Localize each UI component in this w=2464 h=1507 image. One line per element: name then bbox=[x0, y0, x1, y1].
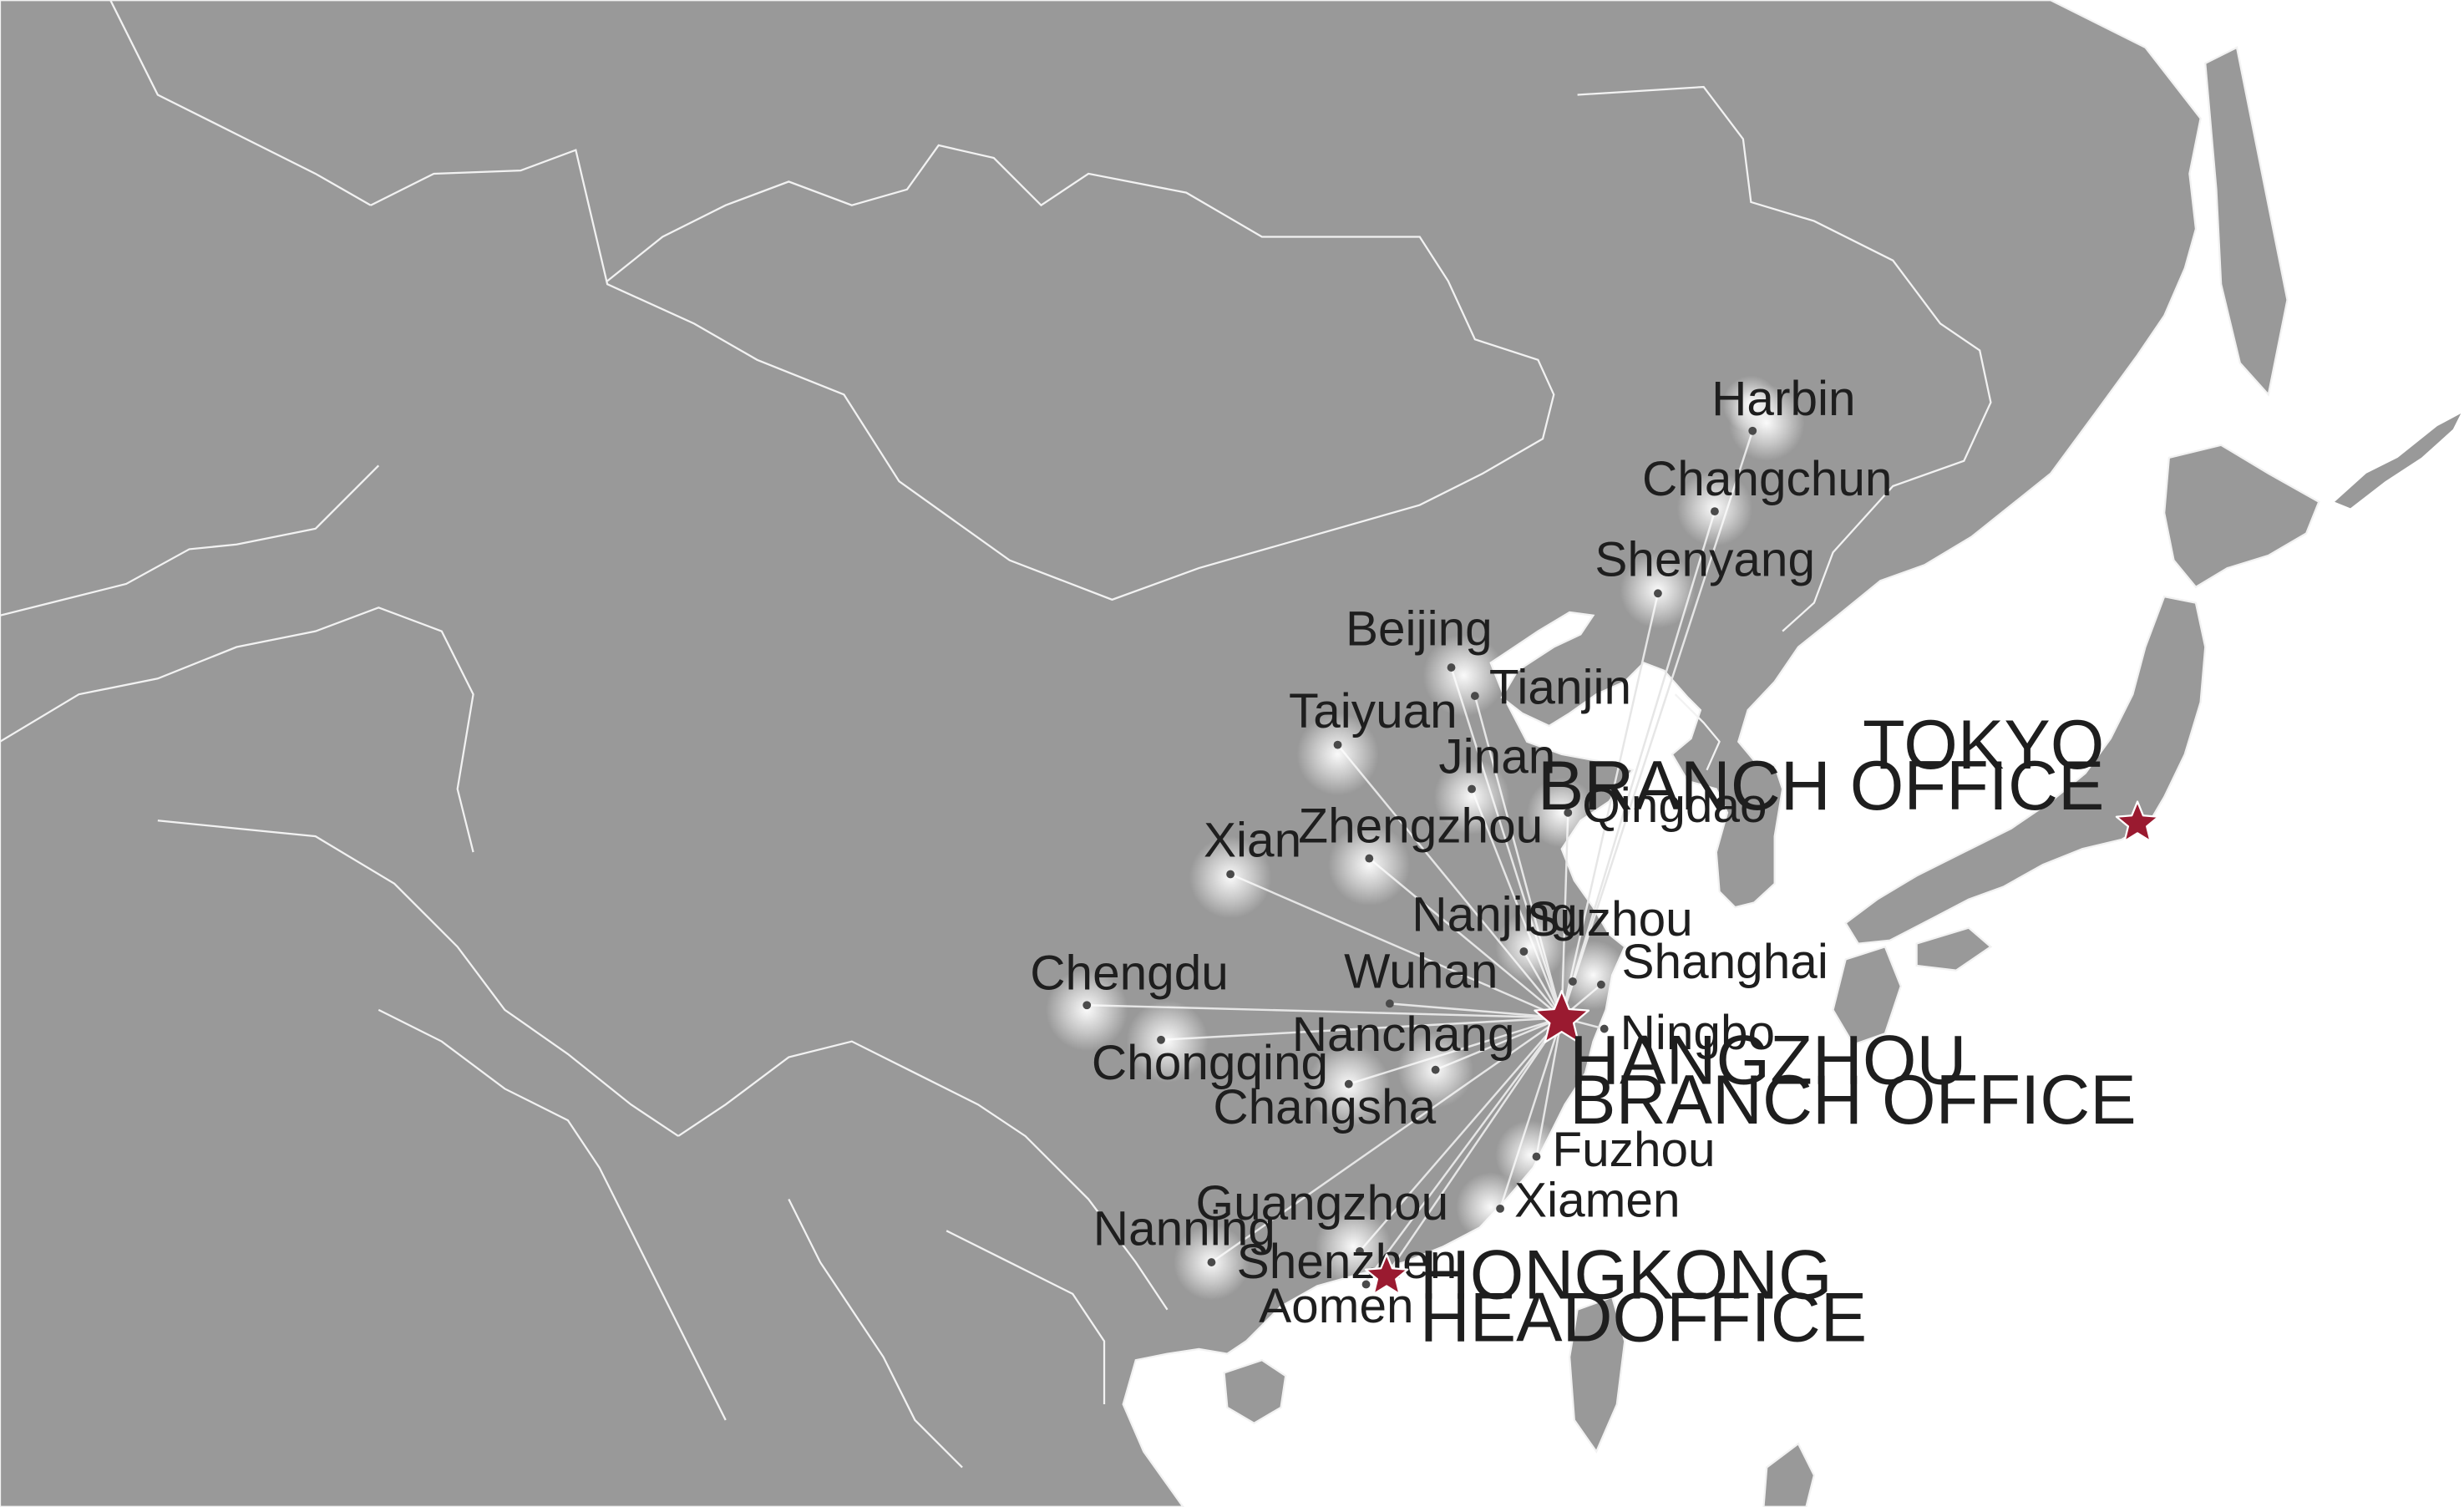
city-dot-changchun bbox=[1711, 507, 1719, 516]
city-dot-nanjing bbox=[1519, 947, 1529, 956]
hokkaido-island bbox=[2163, 444, 2320, 589]
city-label-suzhou: Suzhou bbox=[1527, 892, 1693, 946]
city-dot-fuzhou bbox=[1532, 1152, 1541, 1161]
route-line bbox=[1229, 873, 1563, 1019]
city-label-shenzhen: Shenzhen bbox=[1237, 1235, 1458, 1289]
kyushu-island bbox=[1832, 945, 1902, 1046]
city-label-wuhan: Wuhan bbox=[1344, 944, 1498, 998]
city-dot-shenyang bbox=[1654, 589, 1662, 598]
city-dot-ningbo bbox=[1600, 1024, 1609, 1033]
sakhalin-island bbox=[2204, 46, 2289, 397]
city-labels: Harbin Changchun Shenyang Beijing Tianji… bbox=[1030, 372, 1892, 1333]
city-label-fuzhou: Fuzhou bbox=[1552, 1123, 1715, 1177]
city-dot-guangzhou bbox=[1356, 1246, 1364, 1256]
city-dot-xiamen bbox=[1496, 1204, 1504, 1213]
city-dot-wuhan bbox=[1385, 999, 1394, 1008]
city-dot-chongqing bbox=[1157, 1035, 1165, 1044]
city-dot-zhengzhou bbox=[1365, 854, 1374, 863]
city-dot-harbin bbox=[1748, 426, 1757, 435]
taiwan-island bbox=[1569, 1296, 1626, 1454]
office-label-hangzhou-line1: HANGZHOU bbox=[1569, 1022, 1966, 1099]
city-label-ningbo: Ningbo bbox=[1620, 1006, 1775, 1060]
route-line bbox=[1389, 1002, 1562, 1019]
city-label-beijing: Beijing bbox=[1346, 602, 1493, 657]
route-line bbox=[1386, 1017, 1563, 1276]
honshu-island bbox=[1844, 595, 2207, 945]
city-label-guangzhou: Guangzhou bbox=[1196, 1176, 1449, 1230]
city-dot-nanchang bbox=[1431, 1065, 1440, 1074]
route-line bbox=[1160, 1017, 1562, 1042]
city-label-changchun: Changchun bbox=[1642, 452, 1892, 506]
star-icon bbox=[1364, 1253, 1409, 1296]
route-line bbox=[1210, 1017, 1563, 1264]
city-label-harbin: Harbin bbox=[1711, 372, 1855, 426]
office-label-tokyo-line1: TOKYO bbox=[1863, 706, 2104, 784]
city-label-jinan: Jinan bbox=[1438, 730, 1555, 784]
office-labels: HANGZHOU BRANCH OFFICE HONGKONG HEADOFFI… bbox=[1420, 706, 2137, 1357]
city-dot-beijing bbox=[1447, 663, 1456, 672]
city-dot-chengdu bbox=[1082, 1001, 1092, 1010]
city-dot-tianjin bbox=[1470, 692, 1479, 700]
star-icon bbox=[1534, 990, 1590, 1043]
philippines-island bbox=[1762, 1442, 1816, 1507]
route-line bbox=[1359, 1017, 1563, 1252]
city-label-chongqing: Chongqing bbox=[1092, 1036, 1328, 1090]
city-dot-jinan bbox=[1468, 784, 1476, 794]
kuril-islands bbox=[2335, 414, 2461, 509]
office-label-hongkong-line1: HONGKONG bbox=[1420, 1236, 1833, 1314]
city-dot-qingdao bbox=[1564, 808, 1573, 817]
city-label-nanchang: Nanchang bbox=[1292, 1007, 1515, 1062]
city-dot-changsha bbox=[1344, 1079, 1353, 1088]
city-label-nanning: Nanning bbox=[1093, 1201, 1275, 1256]
office-label-hangzhou-line2: BRANCH OFFICE bbox=[1569, 1061, 2136, 1139]
city-label-chengdu: Chengdu bbox=[1030, 946, 1229, 1000]
city-label-nanjing: Nanjing bbox=[1412, 887, 1578, 941]
city-label-changsha: Changsha bbox=[1213, 1080, 1436, 1134]
city-dot-nanning bbox=[1207, 1258, 1216, 1266]
city-dot-taiyuan bbox=[1333, 740, 1342, 749]
star-icon bbox=[2115, 800, 2160, 843]
city-dot-xian bbox=[1226, 870, 1235, 879]
office-label-hongkong-line2: HEADOFFICE bbox=[1420, 1279, 1867, 1357]
country-borders bbox=[0, 0, 1992, 1469]
city-label-xiamen: Xiamen bbox=[1514, 1173, 1680, 1227]
office-markers bbox=[1364, 800, 2160, 1296]
mainland-asia bbox=[0, 0, 2202, 1507]
city-label-xian: Xian bbox=[1204, 814, 1301, 868]
city-dot-shanghai bbox=[1597, 980, 1605, 989]
city-dot-suzhou bbox=[1569, 977, 1577, 986]
city-label-shenyang: Shenyang bbox=[1595, 533, 1815, 587]
city-dot-aomen bbox=[1361, 1280, 1371, 1289]
city-label-qingdao: Qingdao bbox=[1582, 779, 1767, 833]
city-label-tianjin: Tianjin bbox=[1489, 661, 1631, 715]
city-label-taiyuan: Taiyuan bbox=[1289, 684, 1458, 738]
route-line bbox=[1365, 1017, 1563, 1282]
shikoku-island bbox=[1915, 926, 1993, 972]
city-label-shanghai: Shanghai bbox=[1621, 935, 1828, 989]
city-label-zhengzhou: Zhengzhou bbox=[1298, 799, 1543, 854]
hainan-island bbox=[1223, 1358, 1287, 1425]
office-label-tokyo-line2: BRANCH OFFICE bbox=[1538, 747, 2104, 825]
